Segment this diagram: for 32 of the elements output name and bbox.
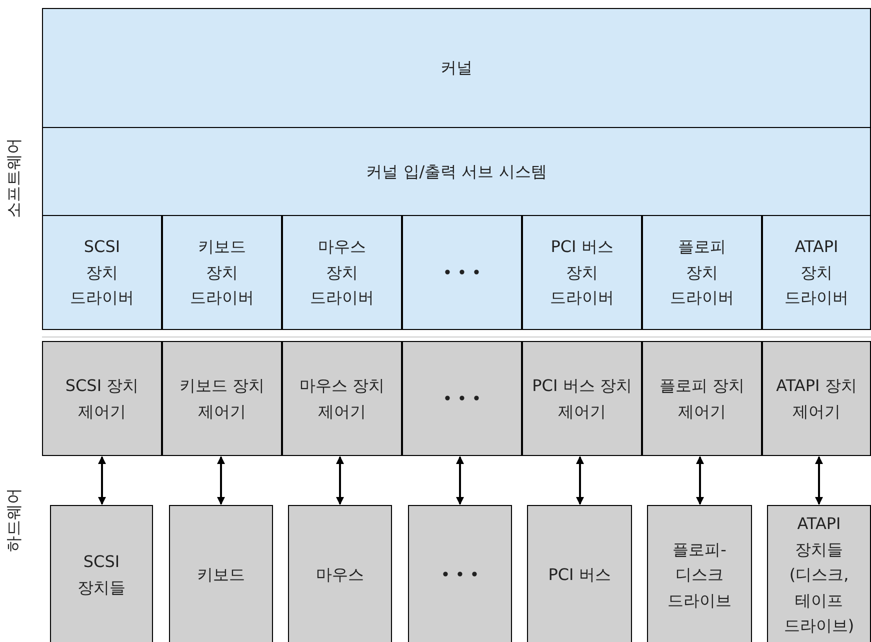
device-box: 플로피-디스크 드라이브 <box>647 505 752 642</box>
double-arrow <box>696 456 704 505</box>
device-box: 키보드 <box>169 505 273 642</box>
controller-box: 마우스 장치 제어기 <box>282 341 402 456</box>
driver-box: 키보드 장치 드라이버 <box>162 215 282 330</box>
subsystem-box: 커널 입/출력 서브 시스템 <box>42 127 871 216</box>
driver-box: SCSI 장치 드라이버 <box>42 215 162 330</box>
double-arrow <box>217 456 225 505</box>
controller-box: PCI 버스 장치 제어기 <box>522 341 642 456</box>
driver-box: 플로피 장치 드라이버 <box>642 215 762 330</box>
double-arrow <box>576 456 584 505</box>
controller-box: SCSI 장치 제어기 <box>42 341 162 456</box>
device-box: ATAPI 장치들 (디스크, 테이프 드라이브) <box>767 505 871 642</box>
driver-box: 마우스 장치 드라이버 <box>282 215 402 330</box>
double-arrow <box>456 456 464 505</box>
controller-box: • • • <box>402 341 522 456</box>
device-box: 마우스 <box>288 505 392 642</box>
driver-box: • • • <box>402 215 522 330</box>
driver-box: ATAPI 장치 드라이버 <box>762 215 871 330</box>
double-arrow <box>336 456 344 505</box>
driver-box: PCI 버스 장치 드라이버 <box>522 215 642 330</box>
device-box: PCI 버스 <box>527 505 632 642</box>
controller-box: ATAPI 장치 제어기 <box>762 341 871 456</box>
section-label: 소프트웨어 <box>4 138 24 218</box>
double-arrow <box>815 456 823 505</box>
device-box: SCSI 장치들 <box>50 505 153 642</box>
controller-box: 플로피 장치 제어기 <box>642 341 762 456</box>
section-label: 하드웨어 <box>4 488 24 552</box>
device-box: • • • <box>408 505 512 642</box>
kernel-box: 커널 <box>42 8 871 128</box>
controller-box: 키보드 장치 제어기 <box>162 341 282 456</box>
double-arrow <box>98 456 106 505</box>
